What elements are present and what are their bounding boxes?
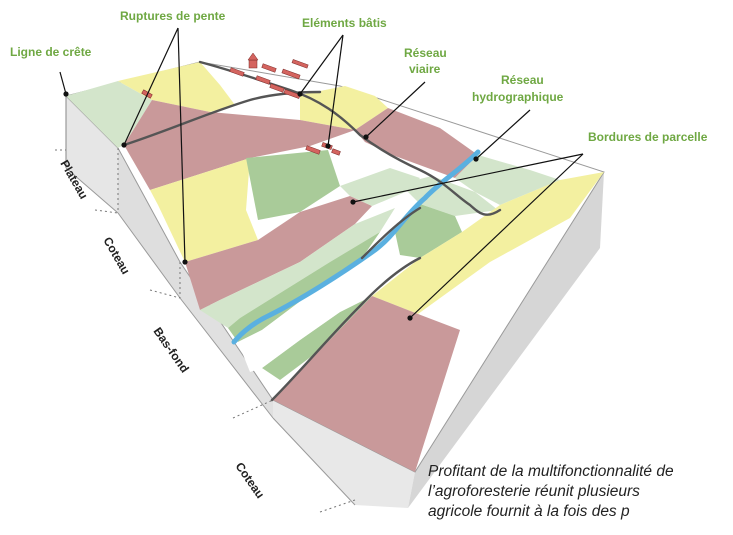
zone-coteau-1: Coteau [100,235,132,277]
label-reseau-viaire-1: Réseau [404,46,447,60]
parcel-yellow-coteau [150,158,258,262]
parcel-red-coteau [185,196,372,310]
label-reseau-viaire-2: viaire [409,62,441,76]
parcel-red-east [355,108,478,178]
label-reseau-hydro-1: Réseau [501,73,544,87]
label-ruptures-de-pente: Ruptures de pente [120,9,226,23]
river [231,149,481,345]
parcel-green-river-bank [395,204,462,258]
label-elements-batis: Eléments bâtis [302,16,387,30]
parcel-red-bottom [273,296,460,472]
label-ligne-de-crete: Ligne de crête [10,45,92,59]
leader-dots [63,91,479,321]
caption-line-2: l’agroforesterie réunit plusieurs [428,483,640,500]
parcel-white-bottom [238,258,372,372]
parcel-plateau-yellow-left [118,62,235,112]
leader-lines [59,27,584,319]
zone-coteau-2: Coteau [233,460,268,501]
parcel-light-green-east [455,155,560,205]
parcel-light-green-mid [340,168,420,206]
parcel-green-bottom [262,296,372,380]
caption-line-3: agricole fournit à la fois des p [428,503,630,520]
parcel-green-coteau [246,150,340,220]
caption: Profitant de la multifonctionnalité de l… [428,462,733,522]
parcel-plateau-yellow-right [300,86,388,130]
caption-line-1: Profitant de la multifonctionnalité de [428,463,674,480]
label-bordures-de-parcelle: Bordures de parcelle [588,130,708,144]
parcel-light-green-bas [200,208,395,328]
zone-separators [55,148,356,513]
parcel-yellow-east [372,172,604,314]
label-reseau-hydro-2: hydrographique [472,90,564,104]
parcel-light-green-river [400,176,498,216]
zone-bas-fond: Bas-fond [151,325,192,376]
